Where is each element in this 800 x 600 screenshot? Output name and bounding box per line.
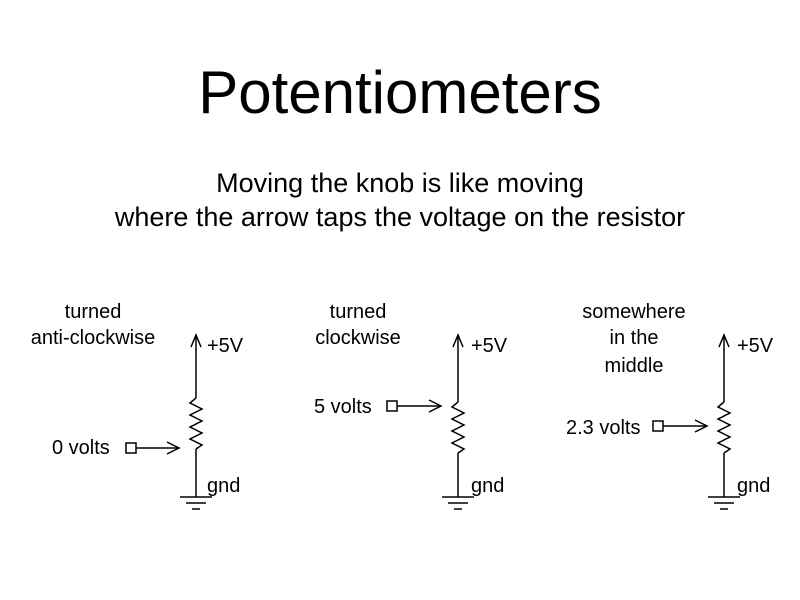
panel-2-tap-label: 5 volts: [314, 396, 372, 418]
panel-1-tap-label: 0 volts: [52, 437, 110, 459]
panel-1-caption-line-1: turned: [65, 301, 122, 323]
panel-2-tap-arrowhead: [428, 399, 443, 413]
subtitle-line-1: Moving the knob is like moving: [216, 168, 584, 198]
panel-3-supply-label: +5V: [737, 335, 774, 357]
panel-3-caption-line-3: middle: [605, 355, 664, 377]
panel-3-caption-line-1: somewhere: [582, 301, 685, 323]
panel-1-tap-arrowhead: [166, 441, 181, 455]
panel-3-caption-line-2: in the: [610, 327, 659, 349]
panel-1-ground-label: gnd: [207, 475, 240, 497]
panel-2-caption-line-2: clockwise: [315, 327, 401, 349]
panel-2-supply-label: +5V: [471, 335, 508, 357]
panel-anti-clockwise: turned anti-clockwise +5V gnd 0 volts: [31, 301, 244, 510]
panel-1-supply-arrow: [190, 333, 202, 348]
panel-2-resistor: [450, 401, 466, 454]
panel-3-supply-arrow: [718, 333, 730, 348]
panel-2-supply-arrow: [452, 333, 464, 348]
panel-3-ground-label: gnd: [737, 475, 770, 497]
panel-2-tap-terminal: [386, 400, 398, 412]
panel-1-caption-line-2: anti-clockwise: [31, 327, 155, 349]
panel-3-tap-arrowhead: [694, 419, 709, 433]
panel-1-supply-label: +5V: [207, 335, 244, 357]
panel-middle: somewhere in the middle +5V gnd 2.3 volt…: [566, 301, 774, 510]
panel-1-tap-terminal: [125, 442, 137, 454]
panel-3-tap-terminal: [652, 420, 664, 432]
panel-1-resistor: [188, 397, 204, 450]
slide-title: Potentiometers: [198, 59, 602, 126]
subtitle-line-2: where the arrow taps the voltage on the …: [114, 202, 686, 232]
panel-clockwise: turned clockwise +5V gnd 5 volts: [314, 301, 508, 510]
panel-3-resistor: [716, 401, 732, 454]
panel-2-ground-label: gnd: [471, 475, 504, 497]
panel-3-tap-label: 2.3 volts: [566, 417, 640, 439]
slide-subtitle: Moving the knob is like moving where the…: [0, 166, 800, 234]
panel-2-caption-line-1: turned: [330, 301, 387, 323]
